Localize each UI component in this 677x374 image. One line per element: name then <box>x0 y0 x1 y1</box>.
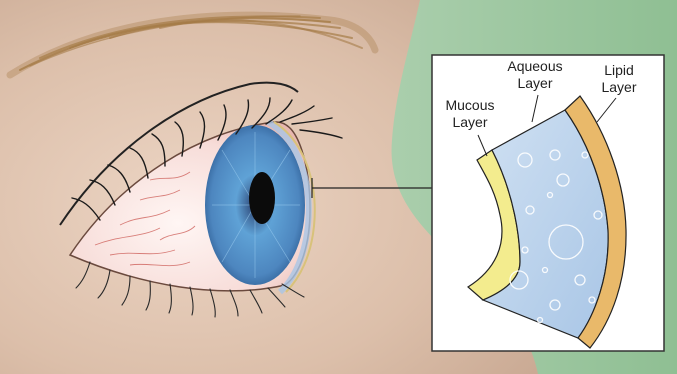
aqueous-layer-label: Aqueous Layer <box>498 58 572 92</box>
aqueous-label-line2: Layer <box>498 75 572 92</box>
aqueous-label-line1: Aqueous <box>498 58 572 75</box>
mucous-layer-label: Mucous Layer <box>440 97 500 131</box>
lipid-layer-label: Lipid Layer <box>592 62 646 96</box>
pupil <box>249 172 275 224</box>
mucous-label-line1: Mucous <box>440 97 500 114</box>
lipid-label-line2: Layer <box>592 79 646 96</box>
lipid-label-line1: Lipid <box>592 62 646 79</box>
mucous-label-line2: Layer <box>440 114 500 131</box>
